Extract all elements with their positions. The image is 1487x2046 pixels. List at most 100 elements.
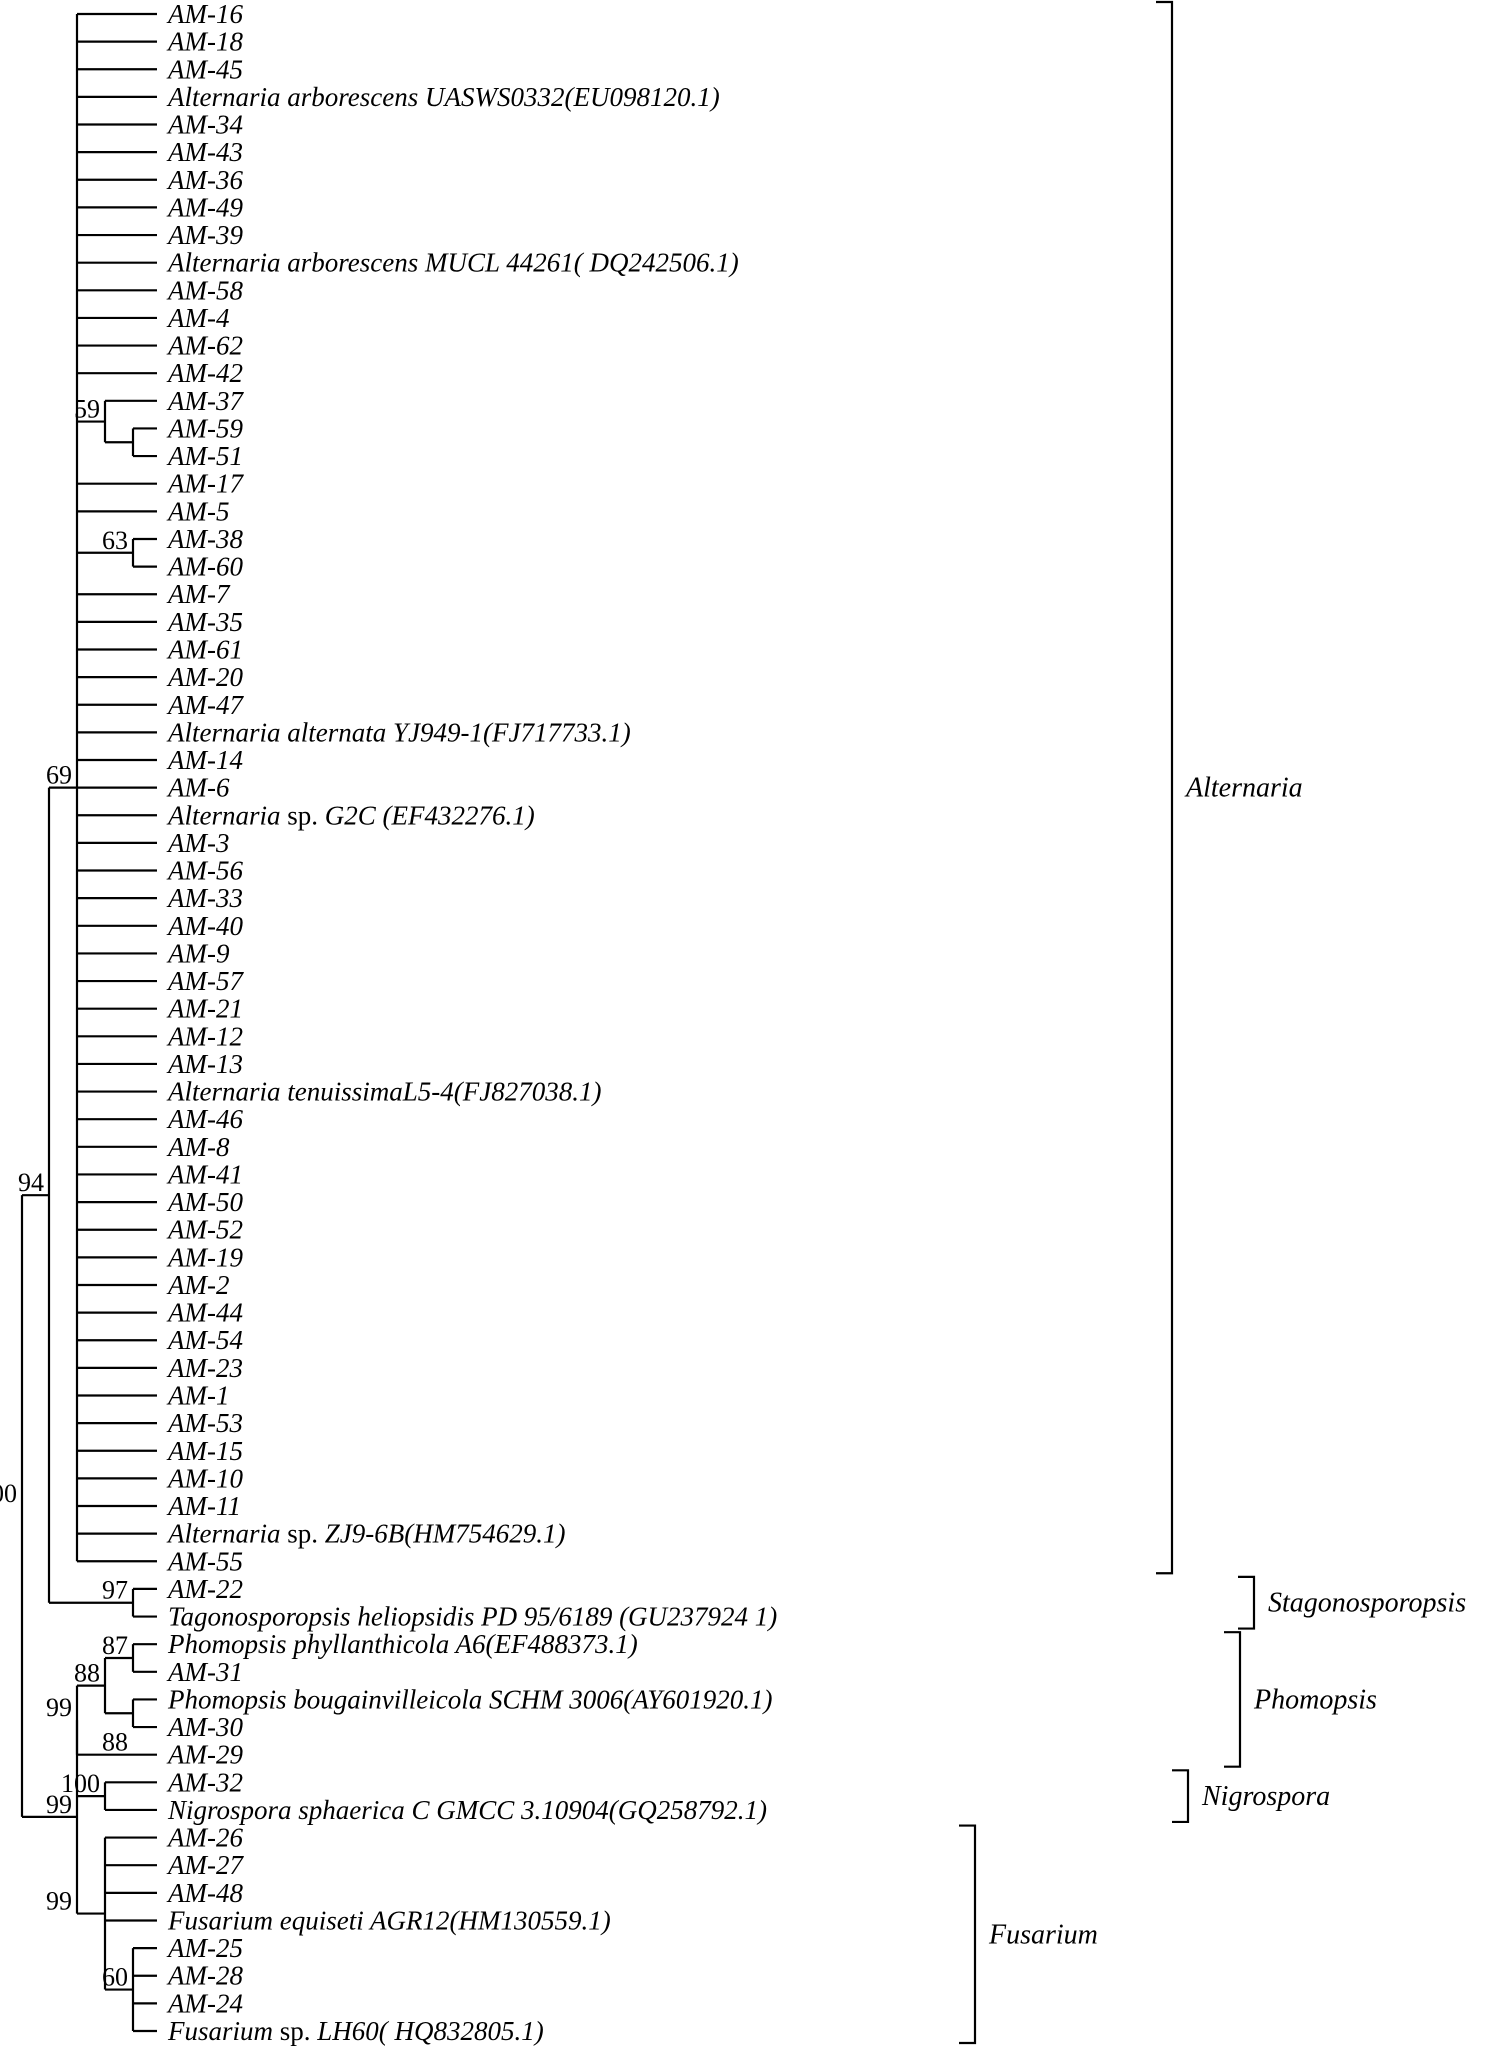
leaf-label: AM-23 bbox=[166, 1353, 243, 1383]
leaf-label: AM-19 bbox=[166, 1242, 243, 1272]
leaf-label: Alternaria arborescens UASWS0332(EU09812… bbox=[166, 82, 720, 112]
leaf-label: Phomopsis bougainvilleicola SCHM 3006(AY… bbox=[167, 1684, 772, 1714]
leaf-label: AM-6 bbox=[166, 773, 230, 803]
leaf-label: AM-38 bbox=[166, 524, 243, 554]
clade-label: Stagonosporopsis bbox=[1268, 1588, 1466, 1619]
leaf-label: AM-12 bbox=[166, 1021, 243, 1051]
leaf-label: Phomopsis phyllanthicola A6(EF488373.1) bbox=[167, 1629, 638, 1659]
leaf-label: AM-56 bbox=[166, 856, 243, 886]
support-value: 99 bbox=[46, 1790, 72, 1819]
leaf-label: AM-22 bbox=[166, 1574, 243, 1604]
support-value: 60 bbox=[102, 1963, 128, 1992]
leaf-label: AM-40 bbox=[166, 911, 243, 941]
leaf-label: AM-24 bbox=[166, 1988, 243, 2018]
leaf-label: AM-45 bbox=[166, 54, 243, 84]
leaf-label: AM-57 bbox=[166, 966, 244, 996]
leaf-label: AM-55 bbox=[166, 1546, 243, 1576]
support-value: 100 bbox=[0, 1479, 17, 1508]
leaf-label: AM-14 bbox=[166, 745, 243, 775]
leaf-label: Fusarium equiseti AGR12(HM130559.1) bbox=[167, 1905, 611, 1935]
leaf-label: AM-53 bbox=[166, 1408, 243, 1438]
support-value: 87 bbox=[102, 1631, 128, 1660]
support-value: 59 bbox=[74, 395, 100, 424]
leaf-label: AM-60 bbox=[166, 552, 243, 582]
leaf-label: AM-48 bbox=[166, 1878, 243, 1908]
leaf-label: Alternaria sp. G2C (EF432276.1) bbox=[166, 800, 535, 830]
tree-branches bbox=[20, 12, 157, 2033]
leaf-label: Alternaria arborescens MUCL 44261( DQ242… bbox=[166, 248, 739, 278]
leaf-label: Nigrospora sphaerica C GMCC 3.10904(GQ25… bbox=[167, 1795, 767, 1825]
leaf-label: AM-25 bbox=[166, 1933, 243, 1963]
leaf-label: AM-50 bbox=[166, 1187, 243, 1217]
leaf-label: AM-49 bbox=[166, 192, 243, 222]
leaf-label: AM-13 bbox=[166, 1049, 243, 1079]
leaf-label: AM-16 bbox=[166, 0, 243, 29]
leaf-label: AM-11 bbox=[166, 1491, 241, 1521]
leaf-label: AM-59 bbox=[166, 413, 243, 443]
support-values: 596369979487888899100609999100 bbox=[0, 395, 128, 1992]
leaf-label: AM-61 bbox=[166, 634, 243, 664]
support-value: 63 bbox=[102, 526, 128, 555]
leaf-label: AM-39 bbox=[166, 220, 243, 250]
support-value: 97 bbox=[102, 1576, 128, 1605]
leaf-label: AM-17 bbox=[166, 469, 244, 499]
leaf-label: AM-5 bbox=[166, 496, 229, 526]
support-value: 100 bbox=[61, 1769, 100, 1798]
leaf-label: AM-35 bbox=[166, 607, 243, 637]
support-value: 94 bbox=[18, 1168, 44, 1197]
clade-bracket bbox=[959, 1824, 977, 2045]
clade-label: Alternaria bbox=[1184, 773, 1303, 804]
leaf-label: Tagonosporopsis heliopsidis PD 95/6189 (… bbox=[168, 1602, 777, 1632]
leaf-label: AM-37 bbox=[166, 386, 244, 416]
leaf-label: AM-33 bbox=[166, 883, 243, 913]
clade-bracket bbox=[1172, 1769, 1190, 1824]
leaf-label: AM-46 bbox=[166, 1104, 243, 1134]
support-value: 88 bbox=[102, 1728, 128, 1757]
leaf-label: AM-26 bbox=[166, 1823, 243, 1853]
leaf-label: AM-36 bbox=[166, 165, 243, 195]
leaf-label: AM-10 bbox=[166, 1463, 243, 1493]
leaf-label: Alternaria alternata YJ949-1(FJ717733.1) bbox=[166, 717, 631, 747]
leaf-label: AM-34 bbox=[166, 110, 243, 140]
leaf-label: AM-52 bbox=[166, 1215, 243, 1245]
leaf-label: AM-58 bbox=[166, 275, 243, 305]
clade-brackets: AlternariaStagonosporopsisPhomopsisNigro… bbox=[959, 0, 1466, 2045]
leaf-label: AM-4 bbox=[166, 303, 229, 333]
leaf-label: AM-1 bbox=[166, 1381, 229, 1411]
leaf-label: AM-30 bbox=[166, 1712, 243, 1742]
leaf-label: AM-20 bbox=[166, 662, 243, 692]
clade-label: Nigrospora bbox=[1201, 1781, 1330, 1812]
leaf-label: AM-2 bbox=[166, 1270, 229, 1300]
leaf-label: AM-41 bbox=[166, 1159, 243, 1189]
support-value: 69 bbox=[46, 761, 72, 790]
support-value: 88 bbox=[74, 1659, 100, 1688]
clade-label: Phomopsis bbox=[1253, 1684, 1377, 1715]
leaf-label: AM-51 bbox=[166, 441, 243, 471]
leaf-label: Alternaria sp. ZJ9-6B(HM754629.1) bbox=[166, 1519, 565, 1549]
leaf-label: AM-32 bbox=[166, 1767, 243, 1797]
clade-label: Fusarium bbox=[988, 1919, 1098, 1950]
leaf-label: AM-3 bbox=[166, 828, 229, 858]
support-value: 99 bbox=[46, 1887, 72, 1916]
leaf-label: Fusarium sp. LH60( HQ832805.1) bbox=[167, 2016, 544, 2046]
leaf-label: AM-9 bbox=[166, 938, 230, 968]
leaf-label: AM-27 bbox=[166, 1850, 244, 1880]
leaf-label: AM-43 bbox=[166, 137, 243, 167]
leaf-label: AM-21 bbox=[166, 994, 243, 1024]
leaf-label: AM-29 bbox=[166, 1740, 243, 1770]
leaf-label: Alternaria tenuissimaL5-4(FJ827038.1) bbox=[166, 1077, 601, 1107]
leaf-label: AM-47 bbox=[166, 690, 244, 720]
leaf-label: AM-54 bbox=[166, 1325, 243, 1355]
clade-bracket bbox=[1224, 1631, 1242, 1768]
leaf-label: AM-7 bbox=[166, 579, 231, 609]
clade-bracket bbox=[1156, 0, 1174, 1575]
clade-bracket bbox=[1238, 1575, 1256, 1630]
leaf-label: AM-44 bbox=[166, 1298, 243, 1328]
support-value: 99 bbox=[46, 1693, 72, 1722]
leaf-label: AM-62 bbox=[166, 331, 243, 361]
leaf-label: AM-28 bbox=[166, 1961, 243, 1991]
leaf-label: AM-8 bbox=[166, 1132, 230, 1162]
leaf-label: AM-18 bbox=[166, 27, 243, 57]
